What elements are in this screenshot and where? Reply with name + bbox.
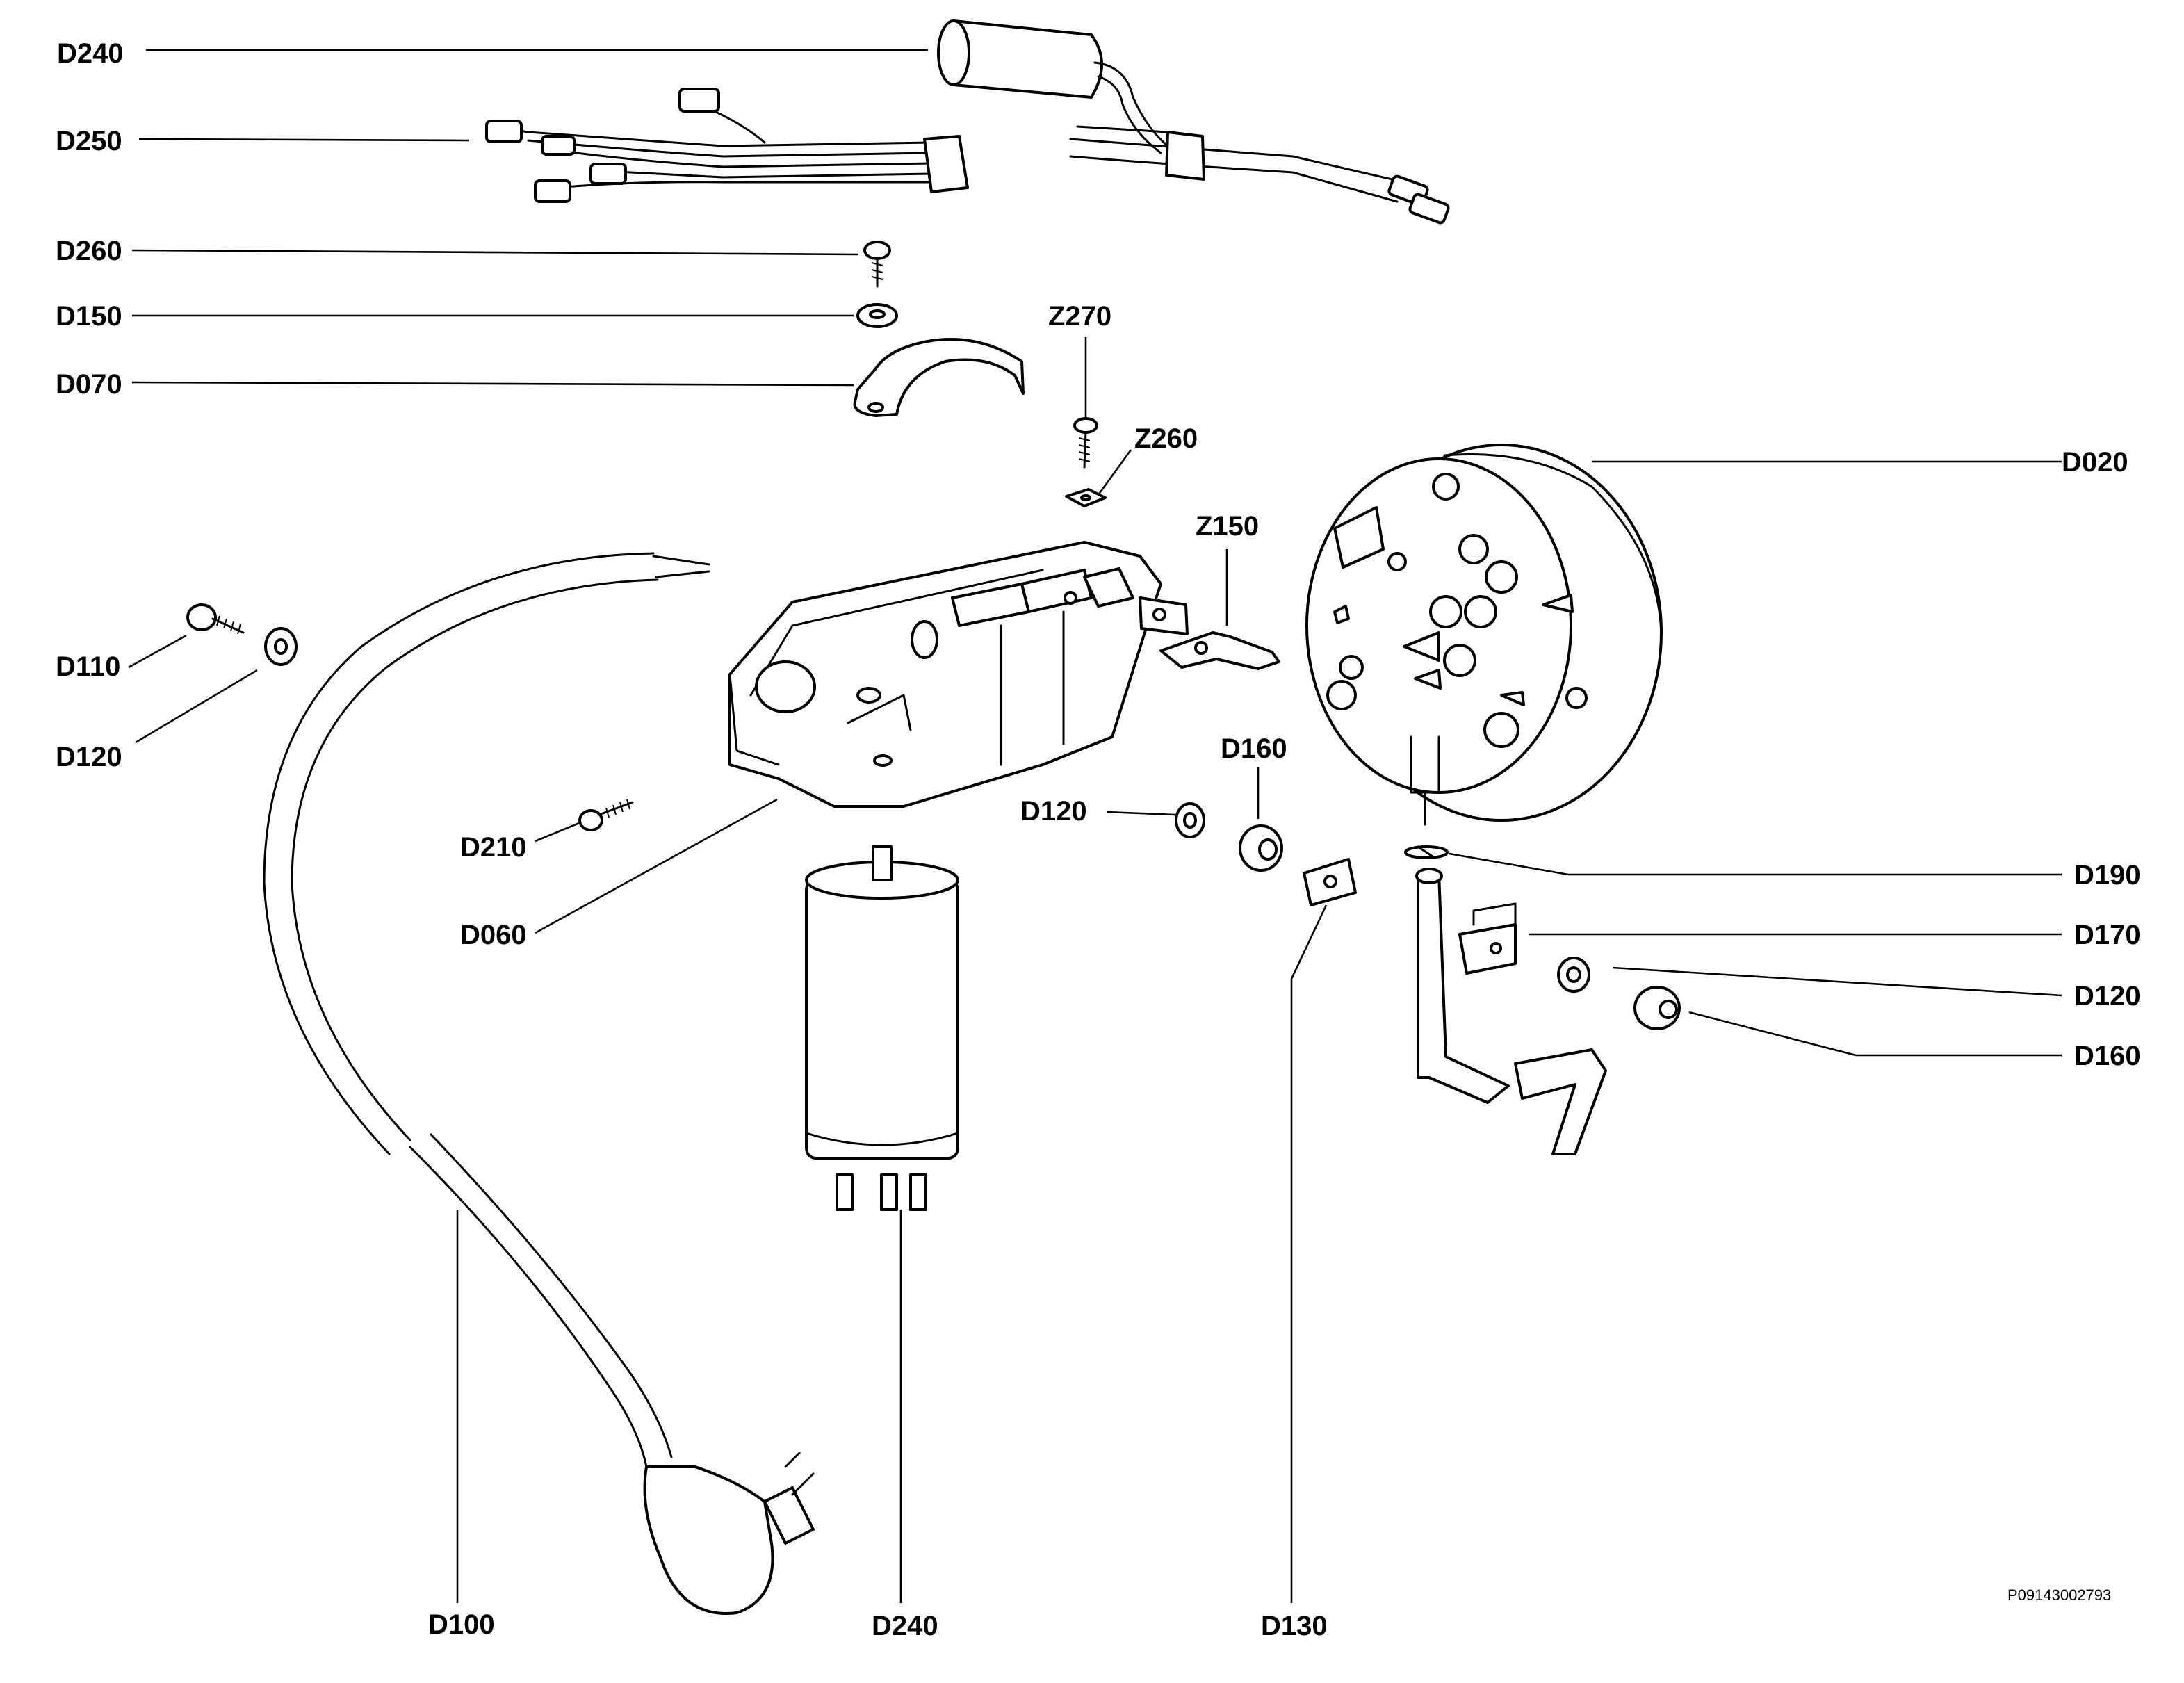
label-d120-left: D120 xyxy=(56,742,122,772)
label-d110: D110 xyxy=(56,651,120,682)
label-d250: D250 xyxy=(56,126,122,156)
leader-d210 xyxy=(535,820,583,843)
leader-z260 xyxy=(1097,449,1132,496)
cable-clamp xyxy=(853,338,1025,417)
label-d160-mid: D160 xyxy=(1221,733,1287,764)
terminal-z150 xyxy=(1159,631,1280,670)
washer-d120-left xyxy=(264,627,298,666)
leader-d120-left xyxy=(135,669,258,744)
label-d210: D210 xyxy=(460,832,527,863)
leader-d130b xyxy=(1290,904,1328,979)
label-d190: D190 xyxy=(2074,860,2141,891)
label-d060: D060 xyxy=(460,920,527,950)
leader-d160-rightb xyxy=(1688,1011,1857,1057)
label-d150: D150 xyxy=(56,301,122,332)
label-z260: Z260 xyxy=(1134,423,1198,454)
screw-d210 xyxy=(578,799,634,831)
leader-d110 xyxy=(128,634,187,669)
leader-d120-mid xyxy=(1106,811,1175,816)
motor-d020 xyxy=(1305,444,1663,826)
screw-d260 xyxy=(863,241,891,288)
label-d120-mid: D120 xyxy=(1020,796,1087,827)
drawing-code: P09143002793 xyxy=(2007,1586,2111,1604)
wiring-harness xyxy=(485,88,1450,225)
capacitor-bottom xyxy=(805,845,959,1211)
leader-d120-right xyxy=(1612,966,2062,997)
nut-z260 xyxy=(1065,488,1107,507)
washer-d120-mid xyxy=(1175,802,1205,838)
washer-d150 xyxy=(856,303,898,328)
bracket-d170 xyxy=(1458,902,1517,975)
leader-d250 xyxy=(138,138,470,142)
leader-d060 xyxy=(535,798,778,934)
part-labels: D240 D250 D260 D150 D070 Z270 Z260 Z150 … xyxy=(56,38,2141,1641)
screw-z270 xyxy=(1073,417,1098,469)
housing-base xyxy=(728,541,1189,808)
hoses xyxy=(1415,868,1607,1155)
bracket-d130 xyxy=(1303,858,1357,906)
label-z270: Z270 xyxy=(1048,301,1111,332)
leader-d070 xyxy=(131,381,854,387)
label-d240-bottom: D240 xyxy=(872,1611,938,1641)
label-d020: D020 xyxy=(2062,447,2128,478)
label-d120-right: D120 xyxy=(2074,981,2141,1011)
leader-lines xyxy=(128,49,2062,1603)
label-d240-top: D240 xyxy=(57,38,124,69)
washer-d120-right xyxy=(1557,957,1590,993)
label-d260: D260 xyxy=(56,236,122,266)
clip-d190 xyxy=(1404,845,1449,859)
label-d070: D070 xyxy=(56,369,122,400)
leader-d190b xyxy=(1449,852,1569,876)
label-z150: Z150 xyxy=(1196,511,1259,542)
label-d130: D130 xyxy=(1261,1611,1328,1641)
grommet-d160-right xyxy=(1633,986,1681,1030)
label-d170: D170 xyxy=(2074,920,2141,950)
capacitor-top xyxy=(937,19,1169,154)
leader-d260 xyxy=(131,249,859,256)
label-d100: D100 xyxy=(428,1609,495,1640)
screw-d110 xyxy=(186,603,245,635)
label-d160-right: D160 xyxy=(2074,1041,2141,1071)
grommet-d160-mid xyxy=(1239,824,1283,872)
power-cord xyxy=(263,552,815,1615)
